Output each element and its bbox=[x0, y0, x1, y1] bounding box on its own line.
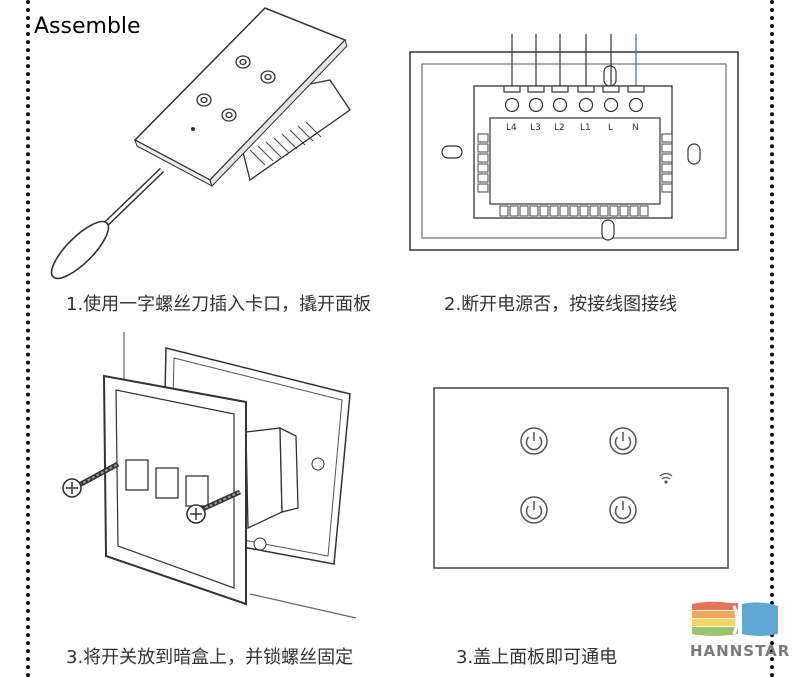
figure-wiring: L4 L3 L2 L1 L N bbox=[409, 34, 739, 251]
step-1-caption: 1.使用一字螺丝刀插入卡口，撬开面板 bbox=[66, 294, 372, 315]
terminal-label-l4: L4 bbox=[506, 123, 517, 133]
left-dotted-border bbox=[26, 0, 30, 678]
panel-buttons bbox=[196, 55, 276, 122]
power-icon bbox=[609, 427, 637, 455]
terminal-label-l1: L1 bbox=[580, 123, 591, 133]
step-3-caption: 3.将开关放到暗盒上，并锁螺丝固定 bbox=[66, 647, 354, 668]
screw-icon bbox=[62, 461, 120, 498]
power-icon bbox=[520, 496, 548, 524]
step-2-caption: 2.断开电源否，按接线图接线 bbox=[444, 294, 678, 315]
figure-finished-panel bbox=[433, 387, 729, 569]
terminal-label-l: L bbox=[608, 123, 613, 133]
figure-pry-panel bbox=[50, 7, 351, 280]
step-4-caption: 3.盖上面板即可通电 bbox=[456, 647, 618, 668]
terminal-label-l3: L3 bbox=[530, 123, 541, 133]
terminal-wires bbox=[503, 34, 645, 113]
terminal-label-l2: L2 bbox=[554, 123, 565, 133]
screw-icon bbox=[186, 489, 242, 524]
figure-mount-box bbox=[62, 332, 357, 619]
right-dotted-border bbox=[770, 0, 774, 678]
wifi-icon bbox=[659, 472, 673, 484]
power-icon bbox=[609, 496, 637, 524]
hannstar-logo-icon bbox=[692, 601, 778, 636]
page-title: Assemble bbox=[34, 14, 141, 39]
hannstar-logo-text: HANNSTAR bbox=[690, 642, 791, 660]
terminal-label-n: N bbox=[632, 123, 639, 133]
screwdriver-icon bbox=[50, 167, 165, 280]
power-icon bbox=[520, 427, 548, 455]
